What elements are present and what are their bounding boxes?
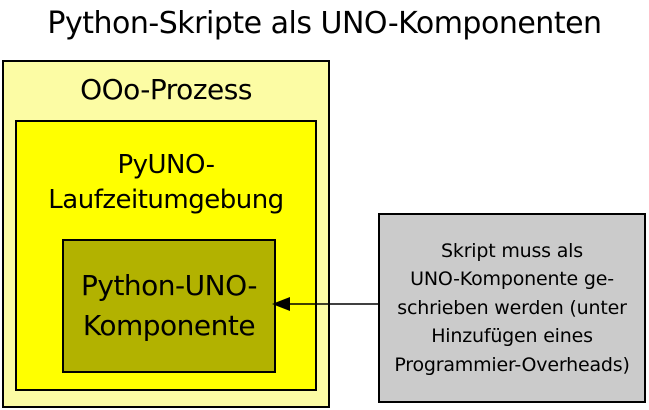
pyuno-runtime-label-line1: PyUNO- (117, 150, 215, 180)
note-line-4: Hinzufügen eines (431, 325, 593, 348)
pyuno-runtime-box: PyUNO- Laufzeitumgebung Python-UNO- Komp… (15, 120, 317, 391)
note-line-1: Skript muss als (441, 239, 583, 262)
pyuno-runtime-label: PyUNO- Laufzeitumgebung (17, 148, 315, 218)
python-uno-component-label-line2: Komponente (82, 309, 256, 342)
note-line-5: Programmier-Overheads) (394, 353, 630, 376)
ooo-process-box: OOo-Prozess PyUNO- Laufzeitumgebung Pyth… (2, 60, 330, 408)
note-box: Skript muss als UNO-Komponente ge- schri… (378, 213, 646, 403)
note-line-2: UNO-Komponente ge- (410, 268, 614, 291)
pyuno-runtime-label-line2: Laufzeitumgebung (48, 185, 284, 215)
diagram-title: Python-Skripte als UNO-Komponenten (47, 6, 602, 41)
python-uno-component-label-line1: Python-UNO- (80, 269, 258, 302)
python-uno-component-box: Python-UNO- Komponente (62, 239, 276, 373)
ooo-process-label: OOo-Prozess (80, 73, 252, 106)
note-line-3: schrieben werden (unter (397, 296, 627, 319)
